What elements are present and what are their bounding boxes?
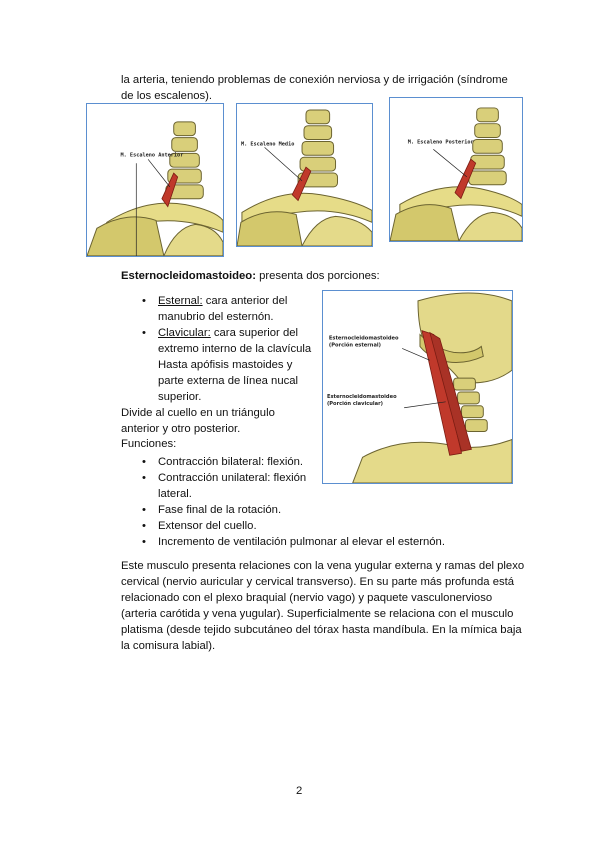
scm-heading-term: Esternocleidomastoideo: [121,270,256,282]
scm-clavicular-label-1: Esternocleidomastoideo [327,394,397,400]
bullet-icon: • [142,470,146,486]
scm-clavicular-label-2: (Porción clavicular) [327,400,383,407]
relations-line: platisma (desde tejido subcutáneo del tó… [121,622,524,638]
page-number: 2 [296,783,302,799]
scalene-middle-label: M. Escaleno Medio [241,141,294,147]
portion-text: superior. [158,389,311,405]
list-item: • Extensor del cuello. [142,518,445,534]
bullet-icon: • [142,502,146,518]
scm-sternal-label-1: Esternocleidomastoideo [329,336,399,342]
list-item: • Clavicular: cara superior del extremo … [142,325,311,405]
scm-sternal-label-2: (Porción esternal) [329,341,381,348]
divide-line-2: anterior y otro posterior. [121,421,240,437]
portion-text: cara anterior del [203,295,288,307]
skeleton-illustration: M. Escaleno Posterior [390,98,522,241]
function-text: Incremento de ventilación pulmonar al el… [158,534,445,550]
relations-line: relacionado con el plexo braquial (nervi… [121,590,524,606]
bullet-icon: • [142,454,146,470]
portion-term: Esternal: [158,295,203,307]
portion-text: cara superior del [211,327,298,339]
list-item: • Fase final de la rotación. [142,502,445,518]
skull-neck-illustration: Esternocleidomastoideo (Porción esternal… [323,291,512,483]
portion-text: extremo interno de la clavícula [158,341,311,357]
figure-scalene-posterior: M. Escaleno Posterior [389,97,523,242]
relations-line: (arteria carótida y vena yugular). Super… [121,606,524,622]
figure-scalene-anterior: M. Escaleno Anterior [86,103,224,257]
scalene-anterior-label: M. Escaleno Anterior [121,152,184,158]
bullet-icon: • [142,534,146,550]
function-text: lateral. [158,486,445,502]
skeleton-illustration: M. Escaleno Medio [237,104,372,246]
scm-portions-list: • Esternal: cara anterior del manubrio d… [142,293,311,405]
divide-line-1: Divide al cuello en un triángulo [121,405,275,421]
intro-line-1: la arteria, teniendo problemas de conexi… [121,72,508,88]
portion-text: Hasta apófisis mastoides y [158,357,311,373]
list-item: • Incremento de ventilación pulmonar al … [142,534,445,550]
relations-line: la comisura labial). [121,638,524,654]
functions-label: Funciones: [121,436,176,452]
skeleton-illustration: M. Escaleno Anterior [87,104,223,256]
bullet-icon: • [142,325,146,341]
scm-heading-rest: presenta dos porciones: [256,270,380,282]
scalene-posterior-label: M. Escaleno Posterior [408,139,474,145]
portion-text: parte externa de línea nucal [158,373,311,389]
relations-paragraph: Este musculo presenta relaciones con la … [121,558,524,654]
portion-term: Clavicular: [158,327,211,339]
bullet-icon: • [142,293,146,309]
scm-heading: Esternocleidomastoideo: presenta dos por… [121,268,380,284]
relations-line: cervical (nervio auricular y cervical tr… [121,574,524,590]
intro-line-2: de los escalenos). [121,88,212,104]
list-item: • Esternal: cara anterior del manubrio d… [142,293,311,325]
function-text: Extensor del cuello. [158,518,445,534]
function-text: Fase final de la rotación. [158,502,445,518]
figure-sternocleidomastoid: Esternocleidomastoideo (Porción esternal… [322,290,513,484]
relations-line: Este musculo presenta relaciones con la … [121,558,524,574]
bullet-icon: • [142,518,146,534]
figure-scalene-middle: M. Escaleno Medio [236,103,373,247]
portion-text: manubrio del esternón. [158,309,311,325]
